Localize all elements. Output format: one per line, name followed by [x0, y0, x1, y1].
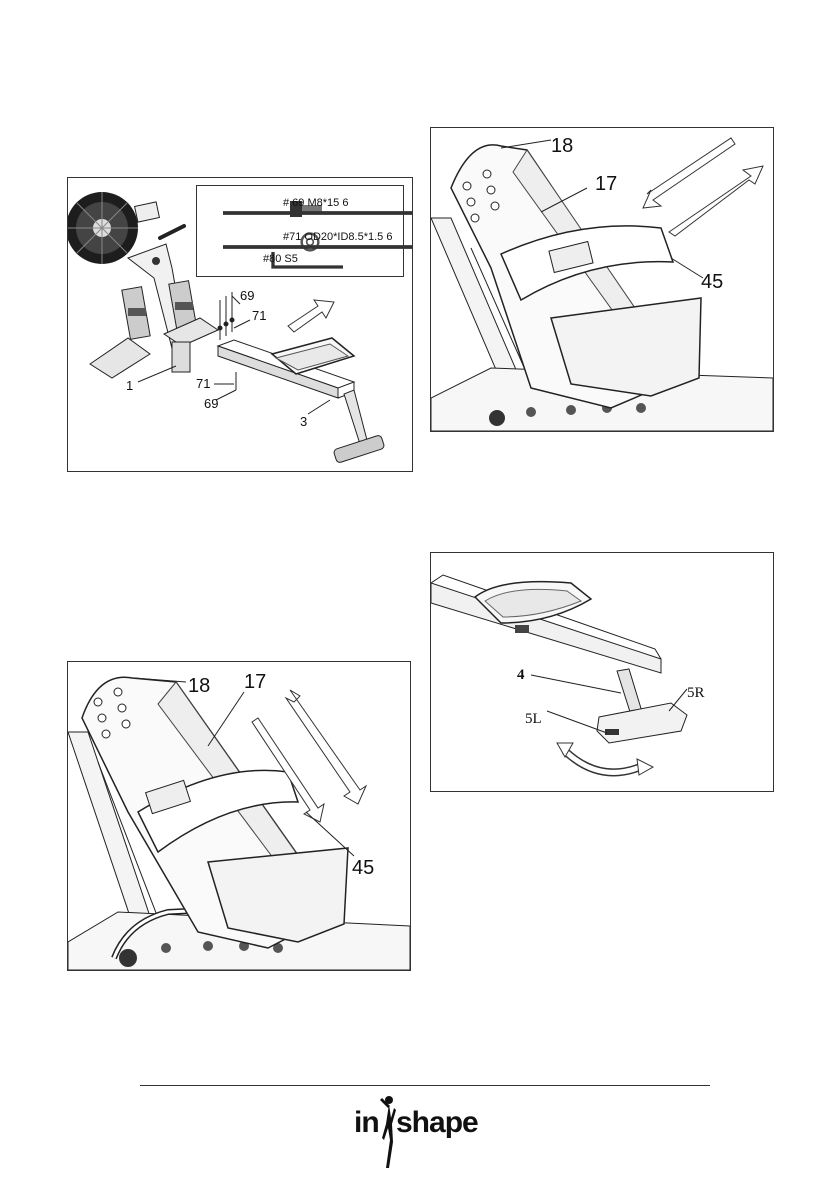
hardware-bolt-text: # 69 M8*15 6: [283, 197, 348, 209]
logo-text-right: shape: [396, 1106, 478, 1140]
figure-rail-assembly: 1 3 69 71 71 69 # 69 M8*15 6 #71 OD20*ID…: [67, 177, 413, 472]
callout-part-45: 45: [701, 271, 723, 293]
footrest-drawing-top: 18 17 45: [431, 128, 773, 431]
inshape-logo: in shape: [350, 1094, 490, 1170]
callout-washer-top: 71: [252, 308, 266, 323]
rail: [218, 338, 385, 463]
callout-part-1: 1: [126, 378, 133, 393]
callout-part-45: 45: [352, 857, 374, 879]
figure-rear-stabilizer: 4 5L 5R: [430, 552, 774, 792]
hardware-allen-key-text: #80 S5: [263, 253, 298, 265]
callout-part-3: 3: [300, 414, 307, 429]
rotate-arrow-right: [637, 759, 653, 775]
hardware-row-allen-key: #80 S5: [197, 250, 403, 270]
footer-rule: [140, 1085, 710, 1086]
callout-part-5l: 5L: [525, 711, 542, 727]
callout-part-18: 18: [551, 135, 573, 157]
callout-bolt-bottom: 69: [204, 396, 218, 411]
hardware-washer-text: #71 OD20*ID8.5*1.5 6: [283, 231, 392, 243]
allen-key-icon: [205, 252, 411, 272]
callout-washer-bottom: 71: [196, 376, 210, 391]
callout-part-4: 4: [517, 667, 525, 683]
figure-footrest-adjust-top: 18 17 45: [430, 127, 774, 432]
fan-wheel: [68, 192, 138, 264]
figure-footrest-adjust-bottom: 18 17 45: [67, 661, 411, 971]
hardware-legend: # 69 M8*15 6 #71 OD20*ID8.5*1.5 6 #80 S5: [196, 185, 404, 277]
direction-arrow: [288, 300, 334, 332]
callout-part-5r: 5R: [687, 685, 705, 701]
hardware-row-bolt: # 69 M8*15 6: [197, 194, 403, 214]
logo-figure-icon: [378, 1094, 398, 1170]
rear-stabilizer-drawing: 4 5L 5R: [431, 553, 773, 791]
monitor: [135, 202, 160, 222]
callout-part-17: 17: [244, 671, 266, 693]
callout-bolt-top: 69: [240, 288, 254, 303]
hardware-row-washer: #71 OD20*ID8.5*1.5 6: [197, 228, 403, 248]
callout-part-17: 17: [595, 173, 617, 195]
callout-part-18: 18: [188, 675, 210, 697]
logo-text-left: in: [354, 1106, 379, 1140]
footrest-drawing-bottom: 18 17 45: [68, 662, 410, 970]
